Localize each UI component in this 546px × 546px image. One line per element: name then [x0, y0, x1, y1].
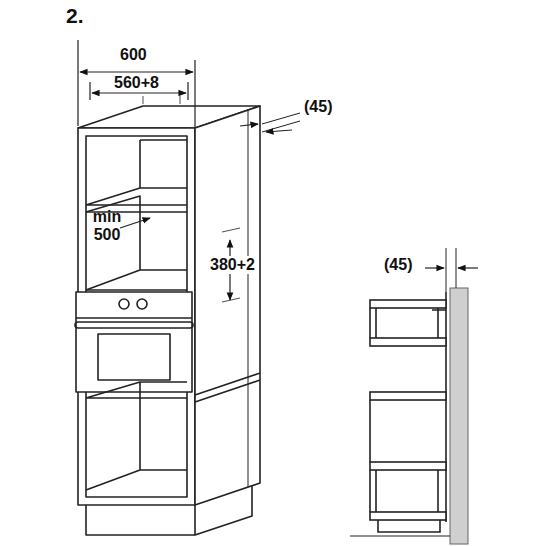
niche-height-dimension: 380+2	[208, 256, 257, 274]
gap-dimension: (45)	[304, 98, 332, 116]
gap-dimension: (45)	[382, 256, 414, 274]
width-dimension: 600	[118, 46, 149, 64]
step-number: 2.	[66, 4, 84, 27]
min-height-dimension: min 500	[90, 208, 124, 243]
niche-width-dimension: 560+8	[112, 74, 161, 92]
